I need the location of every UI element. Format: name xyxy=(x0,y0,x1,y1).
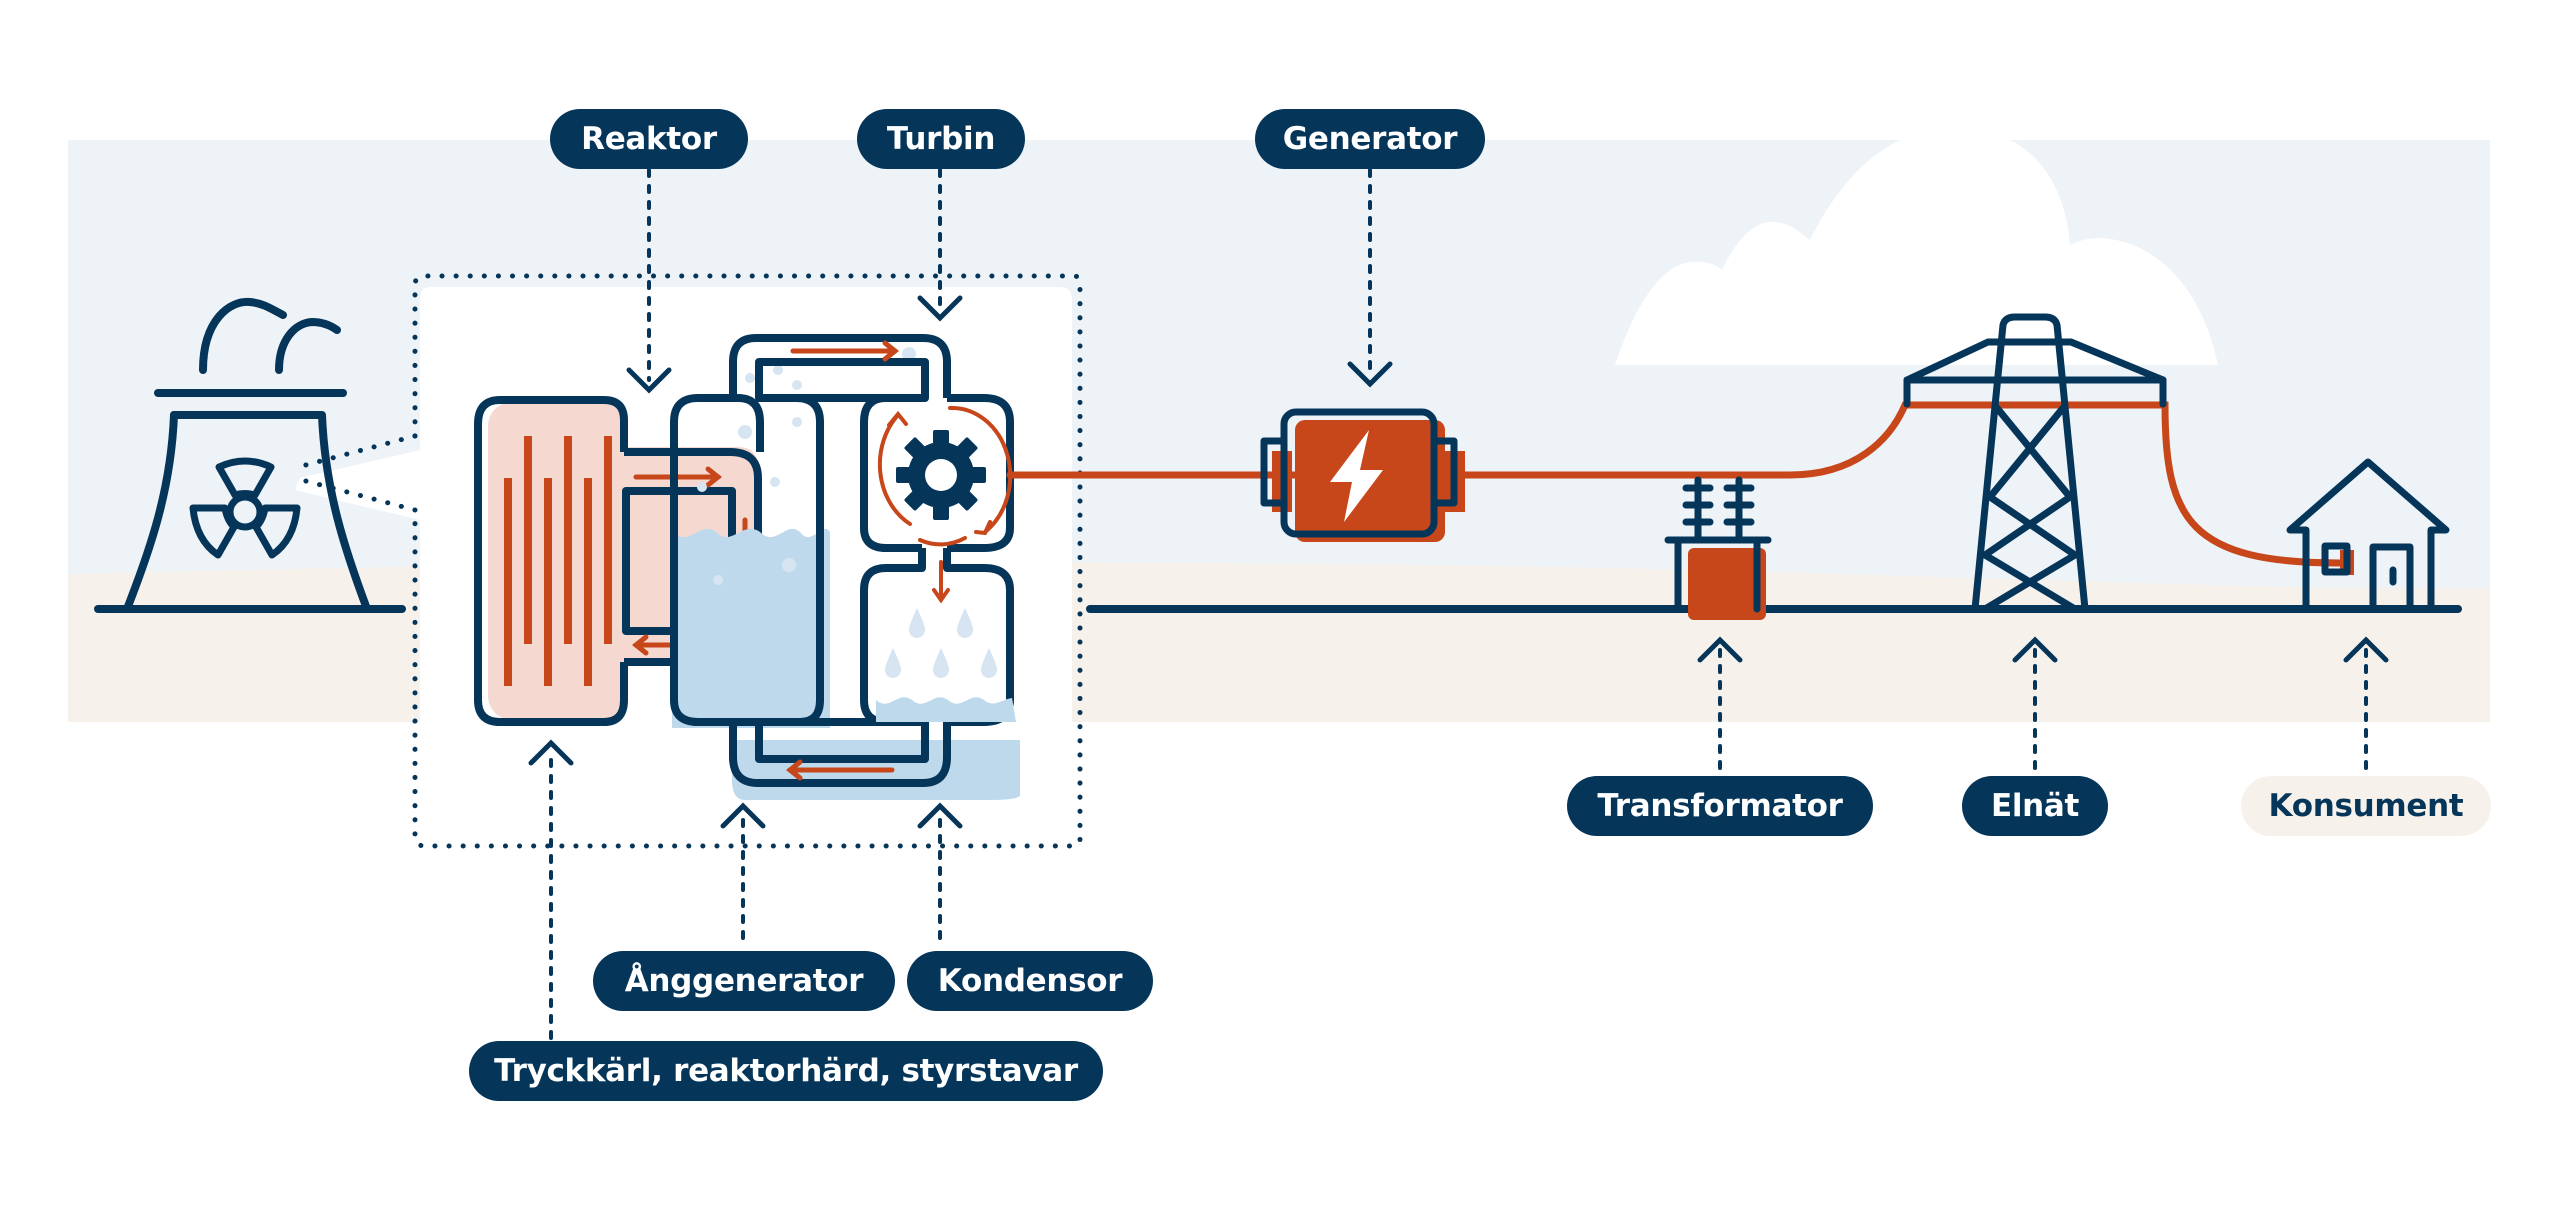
label-anggenerator[interactable]: Ånggenerator xyxy=(593,951,895,1011)
generator-icon xyxy=(1260,408,1465,542)
lightning-bolt-icon xyxy=(1330,430,1383,522)
steam-generator-icon xyxy=(670,334,1020,800)
cloud-icon xyxy=(1615,127,2218,365)
label-generator[interactable]: Generator xyxy=(1255,109,1485,169)
label-elnat[interactable]: Elnät xyxy=(1962,776,2108,836)
label-tryckkarl[interactable]: Tryckkärl, reaktorhärd, styrstavar xyxy=(469,1041,1103,1101)
control-rods xyxy=(504,436,612,686)
connector-lines xyxy=(528,168,2389,1042)
label-kondensor[interactable]: Kondensor xyxy=(907,951,1153,1011)
label-konsument[interactable]: Konsument xyxy=(2241,776,2491,836)
power-pylon-icon xyxy=(1903,313,2167,613)
label-transformator[interactable]: Transformator xyxy=(1567,776,1873,836)
turbine-icon xyxy=(860,394,1014,726)
condenser-icon xyxy=(876,608,1016,722)
cooling-tower-icon xyxy=(123,297,371,613)
label-reaktor[interactable]: Reaktor xyxy=(550,109,748,169)
power-line xyxy=(1006,401,2344,567)
transformer-icon xyxy=(1664,476,1772,620)
house-icon xyxy=(2286,458,2450,613)
gear-icon xyxy=(896,430,986,520)
zoom-frame xyxy=(299,273,1083,849)
label-turbin[interactable]: Turbin xyxy=(857,109,1025,169)
radiation-icon xyxy=(189,457,301,559)
